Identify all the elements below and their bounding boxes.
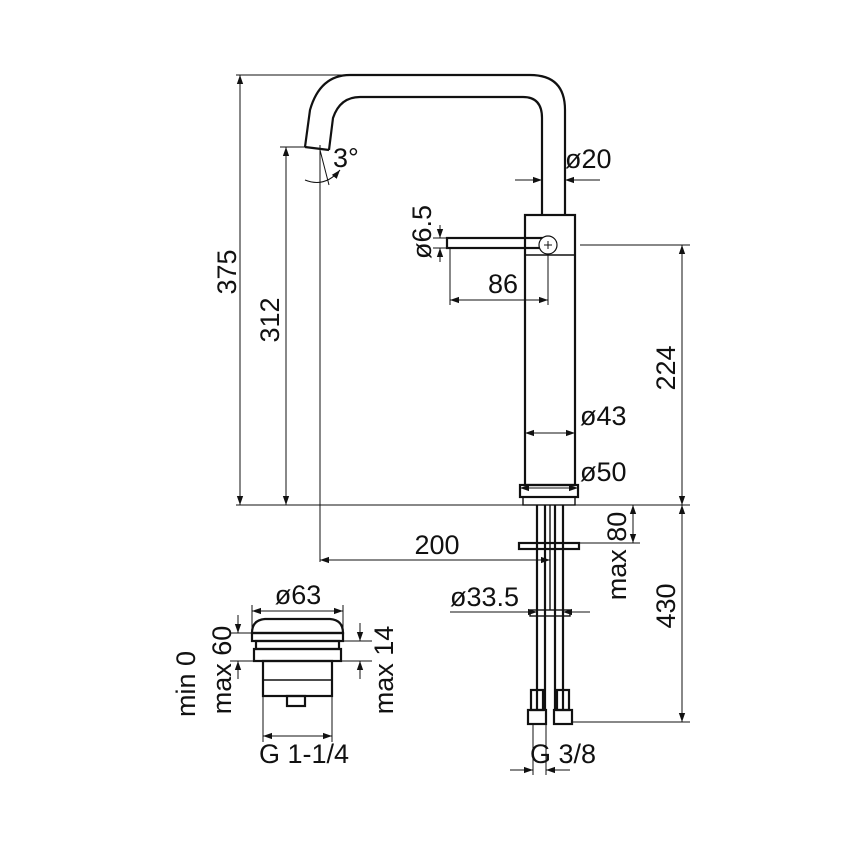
faucet-outline [303, 73, 580, 506]
waste-max60-label: max 60 [207, 626, 237, 715]
lever-length-label: 86 [488, 269, 518, 299]
hose-length-label: 430 [651, 583, 681, 628]
dimension-lines [230, 74, 690, 775]
body-diameter-label: ø43 [580, 401, 627, 431]
waste-diameter-label: ø63 [275, 580, 322, 610]
waste-valve [250, 617, 345, 708]
spout-angle-label: 3° [333, 143, 359, 173]
connection-thread-label: G 3/8 [530, 739, 596, 769]
hole-diameter-label: ø33.5 [450, 582, 519, 612]
body-height-label: 224 [651, 345, 681, 390]
base-diameter-label: ø50 [580, 457, 627, 487]
waste-thread-label: G 1-1/4 [259, 739, 349, 769]
waste-min-label: min 0 [171, 651, 201, 717]
spout-reach-label: 200 [414, 530, 459, 560]
spout-diameter-label: ø20 [565, 144, 612, 174]
max-deck-thickness-label: max 80 [602, 512, 632, 601]
waste-max14-label: max 14 [369, 626, 399, 715]
total-height-label: 375 [212, 249, 242, 294]
spout-height-label: 312 [255, 297, 285, 342]
mounting-hardware [517, 505, 581, 726]
lever-diameter-label: ø6.5 [407, 205, 437, 259]
